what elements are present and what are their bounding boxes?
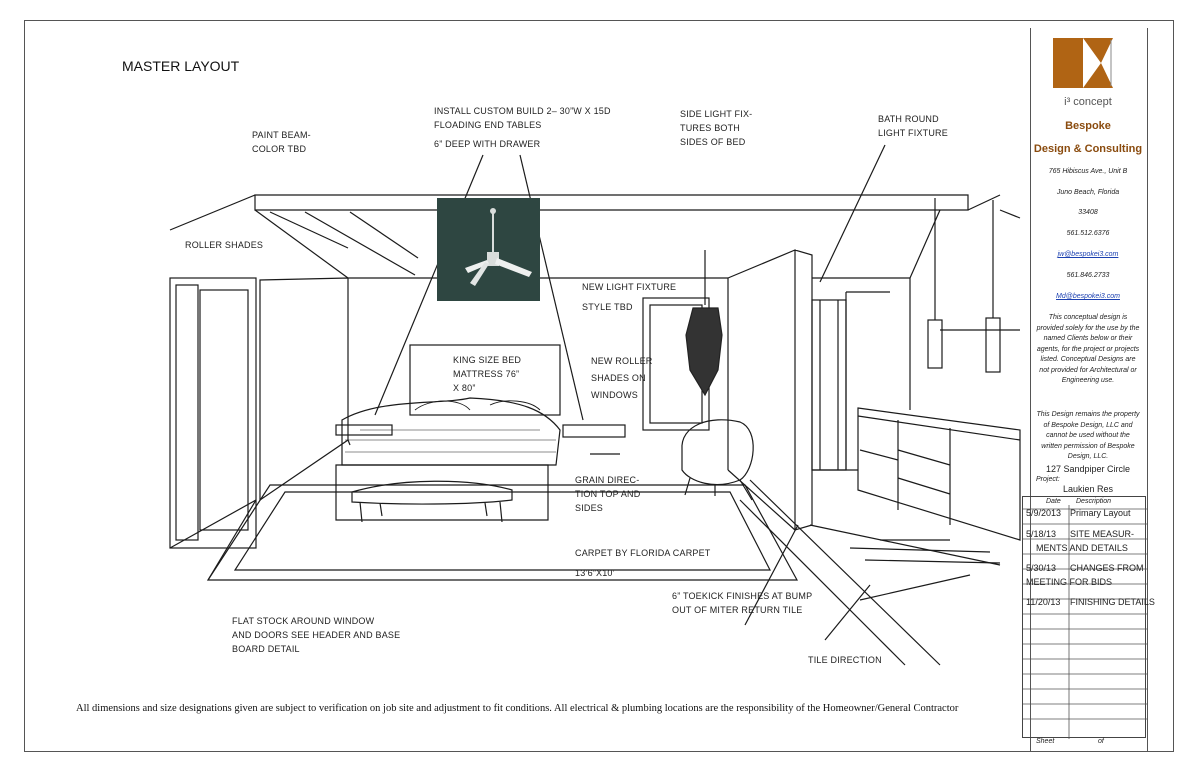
annotation-tile-direction: TILE DIRECTION bbox=[808, 655, 882, 665]
disclaimer-paragraph-2: This Design remains the property of Besp… bbox=[1036, 411, 1140, 460]
revision-row: MEETING FOR BIDS bbox=[1026, 577, 1113, 587]
disclaimer-text: All dimensions and size designations giv… bbox=[76, 703, 959, 714]
disclaimer-paragraph-1: This conceptual design is provided solel… bbox=[1036, 314, 1140, 384]
project-address: 127 Sandpiper Circle bbox=[1045, 464, 1131, 474]
vanity bbox=[857, 407, 1021, 541]
rev-header-description: Description bbox=[1076, 498, 1112, 505]
headboard bbox=[409, 344, 561, 416]
annotation-paint-beam: PAINT BEAM-COLOR TBD bbox=[252, 130, 311, 154]
bench bbox=[351, 480, 513, 505]
email-link-1[interactable]: jw@bespokei3.com bbox=[1057, 251, 1119, 258]
annotation-carpet-size: 13’6”X10’ bbox=[575, 568, 615, 578]
address-line1: 765 Hibiscus Ave., Unit B bbox=[1048, 168, 1128, 175]
project-name: Laukien Res bbox=[1062, 484, 1114, 494]
brand-logo-icon bbox=[1053, 38, 1113, 88]
address-line2: Juno Beach, Florida bbox=[1056, 189, 1120, 196]
email-link-2[interactable]: Md@bespokei3.com bbox=[1056, 293, 1120, 300]
drawing-sheet-border bbox=[24, 20, 1174, 752]
brand-small-text: i³ concept bbox=[1064, 96, 1112, 108]
area-rug bbox=[206, 484, 799, 581]
shower-glass bbox=[811, 299, 847, 471]
phone-2: 561.846.2733 bbox=[1066, 272, 1110, 279]
sliding-door bbox=[169, 277, 257, 549]
rev-header-date: Date bbox=[1046, 498, 1061, 505]
nightstand-right bbox=[562, 424, 626, 438]
pendant-light-2 bbox=[985, 317, 1001, 373]
phone-1: 561.512.6376 bbox=[1066, 230, 1110, 237]
annotation-roller-shades: ROLLER SHADES bbox=[185, 240, 264, 250]
revision-table bbox=[1022, 496, 1147, 739]
lounge-chair bbox=[681, 419, 754, 486]
title-block bbox=[1030, 28, 1148, 752]
address-zip: 33408 bbox=[1078, 209, 1098, 216]
project-label: Project: bbox=[1036, 476, 1060, 483]
annotation-deep-drawer: 6” DEEP WITH DRAWER bbox=[434, 139, 541, 149]
annotation-new-light: NEW LIGHT FIXTURE bbox=[582, 282, 677, 292]
brand-name-line2: Design & Consulting bbox=[1033, 143, 1143, 155]
sheet-of-label: of bbox=[1098, 738, 1104, 745]
partition-wall bbox=[727, 249, 813, 531]
sheet-label: Sheet bbox=[1036, 738, 1055, 745]
ceiling-fan-photo bbox=[437, 198, 540, 301]
annotation-carpet: CARPET BY FLORIDA CARPET bbox=[575, 548, 711, 558]
chandelier bbox=[685, 307, 723, 397]
revision-row: MENTS AND DETAILS bbox=[1036, 543, 1128, 553]
brand-name-line1: Bespoke bbox=[1065, 120, 1111, 132]
ceiling-beam bbox=[254, 194, 969, 211]
pendant-light-1 bbox=[927, 319, 943, 369]
bed-blanket bbox=[341, 397, 561, 466]
page-title: MASTER LAYOUT bbox=[122, 58, 240, 74]
annotation-style-tbd: STYLE TBD bbox=[582, 302, 633, 312]
